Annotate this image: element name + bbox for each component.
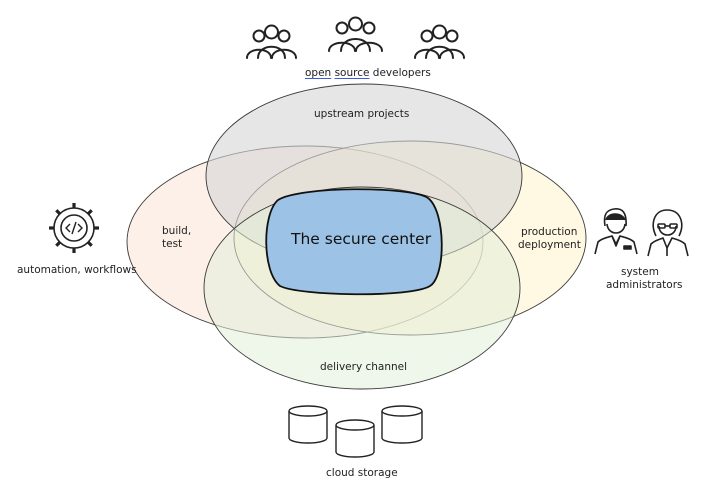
developers-label: open source developers [305, 67, 431, 80]
sysadmin-label-line2: administrators [606, 279, 683, 291]
database-cylinder-icon [381, 405, 423, 444]
database-cylinder-icon [288, 405, 328, 444]
upstream-projects-label: upstream projects [314, 108, 410, 120]
production-label-line2: deployment [518, 239, 581, 251]
automation-label: automation, workflows [17, 264, 137, 276]
sysadmin-woman-icon [647, 209, 689, 257]
sysadmin-man-icon [594, 208, 638, 255]
people-group-icon [328, 16, 383, 52]
delivery-channel-label: delivery channel [320, 361, 408, 373]
secure-center-label: The secure center [291, 230, 432, 248]
developers-word: developers [372, 67, 431, 79]
database-cylinder-icon [335, 419, 375, 458]
build-test-label-line2: test [162, 238, 183, 250]
people-group-icon [246, 24, 297, 59]
secure-center-shape [265, 188, 443, 296]
production-label-line1: production [521, 226, 578, 238]
cloud-storage-label: cloud storage [326, 467, 398, 479]
source-word: source [334, 67, 370, 79]
build-test-label-line1: build, [162, 225, 192, 237]
open-word: open [305, 67, 332, 79]
people-group-icon [414, 24, 465, 59]
sysadmin-label-line1: system [621, 266, 659, 278]
gear-code-icon [49, 203, 99, 253]
